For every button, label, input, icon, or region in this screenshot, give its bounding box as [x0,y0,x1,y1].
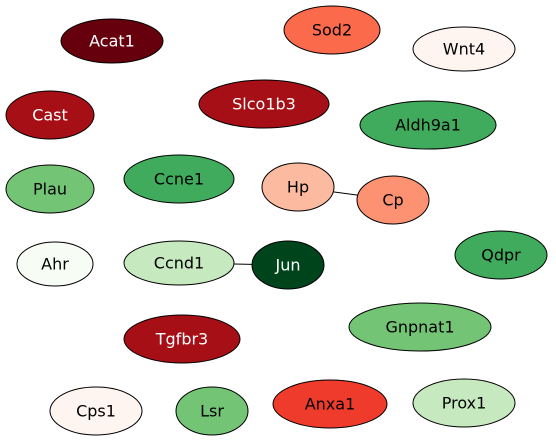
node-label: Slco1b3 [232,95,296,114]
node-wnt4: Wnt4 [412,26,516,72]
node-ellipse [412,378,516,428]
node-ellipse [60,18,164,64]
node-ellipse [412,26,516,72]
node-cp: Cp [356,175,430,225]
node-ellipse [356,175,430,225]
node-label: Hp [287,178,309,197]
node-ellipse [283,5,381,55]
node-jun: Jun [251,240,325,290]
node-ellipse [348,302,492,352]
node-ellipse [123,314,241,364]
node-label: Acat1 [89,32,135,51]
node-ellipse [261,162,335,212]
node-ahr: Ahr [16,241,94,287]
node-tgfbr3: Tgfbr3 [123,314,241,364]
node-label: Aldh9a1 [395,116,461,135]
node-hp: Hp [261,162,335,212]
node-ellipse [49,386,143,436]
node-acat1: Acat1 [60,18,164,64]
node-cast: Cast [5,90,95,140]
node-ellipse [5,90,95,140]
node-label: Gnpnat1 [385,318,454,337]
node-label: Cp [382,191,403,210]
node-label: Prox1 [442,394,487,413]
node-label: Ahr [41,255,69,274]
node-label: Tgfbr3 [155,330,208,349]
node-cps1: Cps1 [49,386,143,436]
node-ellipse [123,240,235,286]
node-label: Plau [33,180,67,199]
node-anxa1: Anxa1 [272,379,388,429]
node-label: Wnt4 [443,40,485,59]
node-lsr: Lsr [175,386,249,436]
node-ellipse [123,154,235,204]
node-gnpnat1: Gnpnat1 [348,302,492,352]
node-label: Ccne1 [154,170,204,189]
node-ellipse [359,100,497,150]
node-plau: Plau [5,164,95,214]
node-ellipse [454,230,548,280]
node-prox1: Prox1 [412,378,516,428]
node-slco1b3: Slco1b3 [198,79,330,129]
node-ccnd1: Ccnd1 [123,240,235,286]
node-label: Qdpr [481,246,521,265]
edge-hp-cp [333,191,358,196]
node-ellipse [5,164,95,214]
node-ellipse [272,379,388,429]
node-label: Cps1 [76,402,116,421]
node-label: Cast [32,106,68,125]
node-label: Lsr [200,402,224,421]
node-ellipse [16,241,94,287]
node-label: Sod2 [312,21,352,40]
node-ellipse [198,79,330,129]
node-label: Ccnd1 [154,254,204,273]
node-aldh9a1: Aldh9a1 [359,100,497,150]
node-qdpr: Qdpr [454,230,548,280]
node-sod2: Sod2 [283,5,381,55]
node-ccne1: Ccne1 [123,154,235,204]
node-ellipse [175,386,249,436]
node-ellipse [251,240,325,290]
node-label: Jun [275,256,301,275]
node-label: Anxa1 [305,395,356,414]
